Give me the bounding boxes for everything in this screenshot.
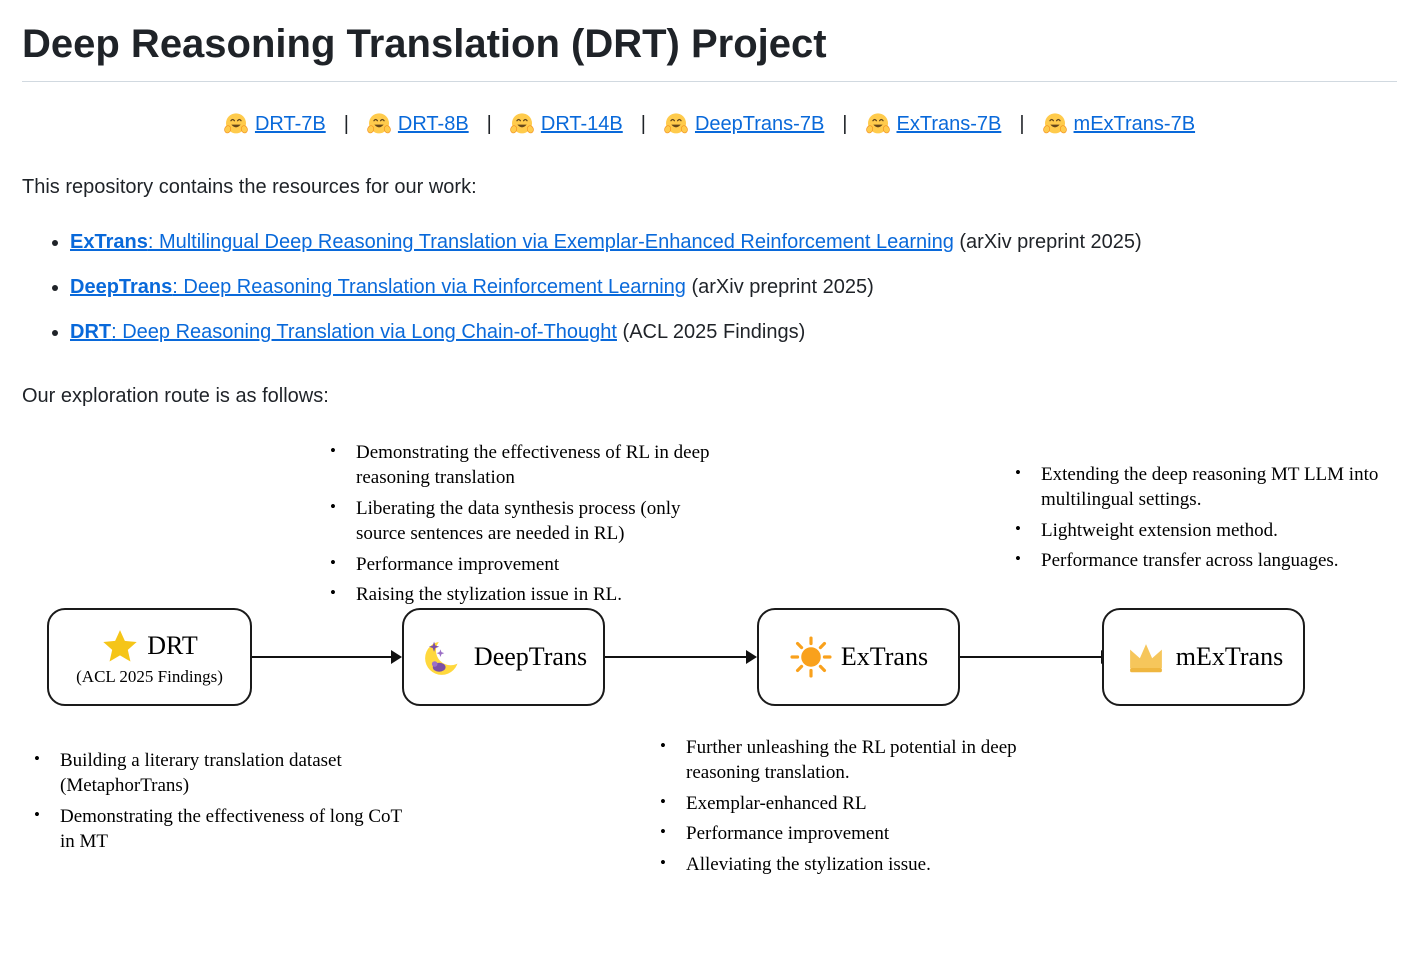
node-deeptrans: DeepTrans [402,608,605,706]
mextrans-notes: Extending the deep reasoning MT LLM into… [1007,462,1407,579]
paper-link-text: : Deep Reasoning Translation via Long Ch… [111,321,617,343]
note-item: Alleviating the stylization issue. [652,852,1037,877]
paper-title-bold: DRT [70,321,112,343]
paper-title-bold: ExTrans [70,231,148,253]
hugging-face-icon [510,113,534,134]
paper-link-text: : Deep Reasoning Translation via Reinfor… [172,276,686,298]
hugging-face-icon [865,113,890,134]
separator: | [486,112,492,135]
paper-title-bold: DeepTrans [70,276,173,298]
route-intro-text: Our exploration route is as follows: [22,385,329,407]
page-title: Deep Reasoning Translation (DRT) Project [22,16,1397,82]
paper-item-deeptrans: DeepTrans: Deep Reasoning Translation vi… [70,272,1397,302]
model-link-drt-7b[interactable]: DRT-7B [224,112,326,136]
hugging-face-icon [1042,113,1067,134]
separator: | [1019,112,1025,135]
paper-item-drt: DRT: Deep Reasoning Translation via Long… [70,317,1397,347]
note-item: Liberating the data synthesis process (o… [322,496,722,547]
note-item: Building a literary translation dataset … [26,748,421,799]
crown-icon [1129,644,1162,673]
model-links-bar: DRT-7B | DRT-8B | DRT-14B | DeepTrans-7B… [22,112,1397,136]
paper-link-extrans[interactable]: ExTrans: Multilingual Deep Reasoning Tra… [70,231,954,253]
arrow-extrans-to-mextrans [960,650,1112,664]
paper-link-drt[interactable]: DRT: Deep Reasoning Translation via Long… [70,321,617,343]
paper-link-text: : Multilingual Deep Reasoning Translatio… [147,231,954,253]
readme-page: Deep Reasoning Translation (DRT) Project… [22,16,1397,883]
moon-star [428,641,440,652]
intro-text: This repository contains the resources f… [22,176,477,198]
note-item: Performance improvement [652,821,1037,846]
note-item: Demonstrating the effectiveness of RL in… [322,440,722,491]
model-link-mextrans-7b[interactable]: mExTrans-7B [1042,112,1196,136]
hugging-face-icon [224,113,248,134]
papers-list: ExTrans: Multilingual Deep Reasoning Tra… [22,227,1397,347]
model-link-label[interactable]: mExTrans-7B [1073,112,1196,135]
separator: | [640,112,646,135]
node-mextrans: mExTrans [1102,608,1305,706]
separator: | [343,112,349,135]
star-icon [103,630,137,662]
paper-suffix: (ACL 2025 Findings) [616,321,806,343]
node-label: mExTrans [1175,642,1284,671]
model-link-label[interactable]: DeepTrans-7B [694,112,825,135]
node-drt: DRT (ACL 2025 Findings) [47,608,252,706]
model-link-label[interactable]: DRT-14B [540,112,623,135]
note-item: Exemplar-enhanced RL [652,791,1037,816]
sun-icon [790,636,832,678]
paper-suffix: (arXiv preprint 2025) [953,231,1142,253]
node-label: ExTrans [840,642,929,671]
arrow-deeptrans-to-extrans [605,650,757,664]
paper-suffix: (arXiv preprint 2025) [685,276,874,298]
note-item: Further unleashing the RL potential in d… [652,735,1037,786]
note-item: Lightweight extension method. [1007,518,1407,543]
model-link-label[interactable]: DRT-8B [397,112,469,135]
hugging-face-icon [367,113,391,134]
paper-link-deeptrans[interactable]: DeepTrans: Deep Reasoning Translation vi… [70,276,686,298]
note-item: Extending the deep reasoning MT LLM into… [1007,462,1407,513]
model-link-deeptrans-7b[interactable]: DeepTrans-7B [664,112,824,136]
model-link-extrans-7b[interactable]: ExTrans-7B [865,112,1002,136]
node-label: DRT [147,631,198,660]
paper-item-extrans: ExTrans: Multilingual Deep Reasoning Tra… [70,227,1397,257]
separator: | [842,112,848,135]
deeptrans-notes: Demonstrating the effectiveness of RL in… [322,440,722,613]
model-link-label[interactable]: ExTrans-7B [896,112,1002,135]
node-label: DeepTrans [473,642,588,671]
model-link-drt-8b[interactable]: DRT-8B [367,112,469,136]
moon-icon [425,635,466,675]
extrans-notes: Further unleashing the RL potential in d… [652,735,1037,882]
note-item: Performance transfer across languages. [1007,548,1407,573]
model-link-drt-14b[interactable]: DRT-14B [510,112,623,136]
hugging-face-icon [664,113,688,134]
note-item: Demonstrating the effectiveness of long … [26,804,421,855]
node-extrans: ExTrans [757,608,960,706]
moon-star [436,649,445,657]
note-item: Raising the stylization issue in RL. [322,582,722,607]
drt-notes: Building a literary translation dataset … [26,748,421,860]
node-sublabel: (ACL 2025 Findings) [76,667,223,686]
note-item: Performance improvement [322,552,722,577]
exploration-route-diagram: Demonstrating the effectiveness of RL in… [22,428,1397,883]
arrow-drt-to-deeptrans [252,650,402,664]
model-link-label[interactable]: DRT-7B [254,112,326,135]
